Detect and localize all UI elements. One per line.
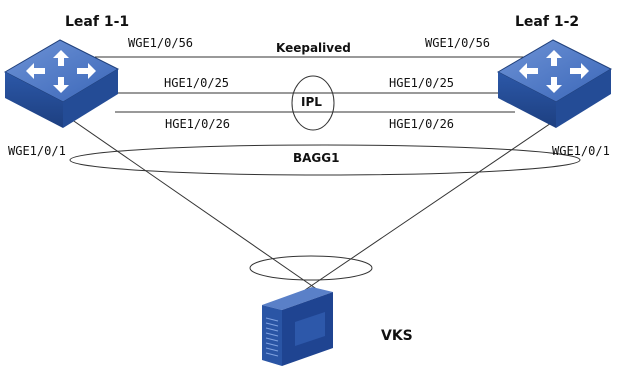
link-lines <box>67 56 561 291</box>
leaf1-label: Leaf 1-1 <box>65 14 129 30</box>
ipl-port-b-right: HGE1/0/26 <box>389 117 454 131</box>
server-label: VKS <box>381 328 413 344</box>
server-vents <box>265 317 279 357</box>
leaf2-switch-icon[interactable] <box>496 39 613 128</box>
bagg-port-left: WGE1/0/1 <box>8 144 66 158</box>
ipl-port-a-left: HGE1/0/25 <box>164 76 229 90</box>
server-ellipse <box>249 255 373 281</box>
bagg-label: BAGG1 <box>293 151 339 165</box>
ipl-label: IPL <box>301 95 322 109</box>
arrows-icon <box>26 50 96 93</box>
keepalived-label: Keepalived <box>276 41 351 55</box>
leaf1-switch-icon[interactable] <box>3 39 120 128</box>
ipl-port-b-left: HGE1/0/26 <box>165 117 230 131</box>
keepalived-port-left: WGE1/0/56 <box>128 36 193 50</box>
ipl-port-a-right: HGE1/0/25 <box>389 76 454 90</box>
bagg-link-left <box>67 116 319 291</box>
bagg-link-right <box>304 116 561 291</box>
leaf2-label: Leaf 1-2 <box>515 14 579 30</box>
keepalived-port-right: WGE1/0/56 <box>425 36 490 50</box>
arrows-icon <box>519 50 589 93</box>
ipl-ellipse <box>291 75 335 131</box>
bagg-ellipse <box>69 144 581 176</box>
bagg-port-right: WGE1/0/1 <box>552 144 610 158</box>
server-icon[interactable] <box>262 287 333 366</box>
